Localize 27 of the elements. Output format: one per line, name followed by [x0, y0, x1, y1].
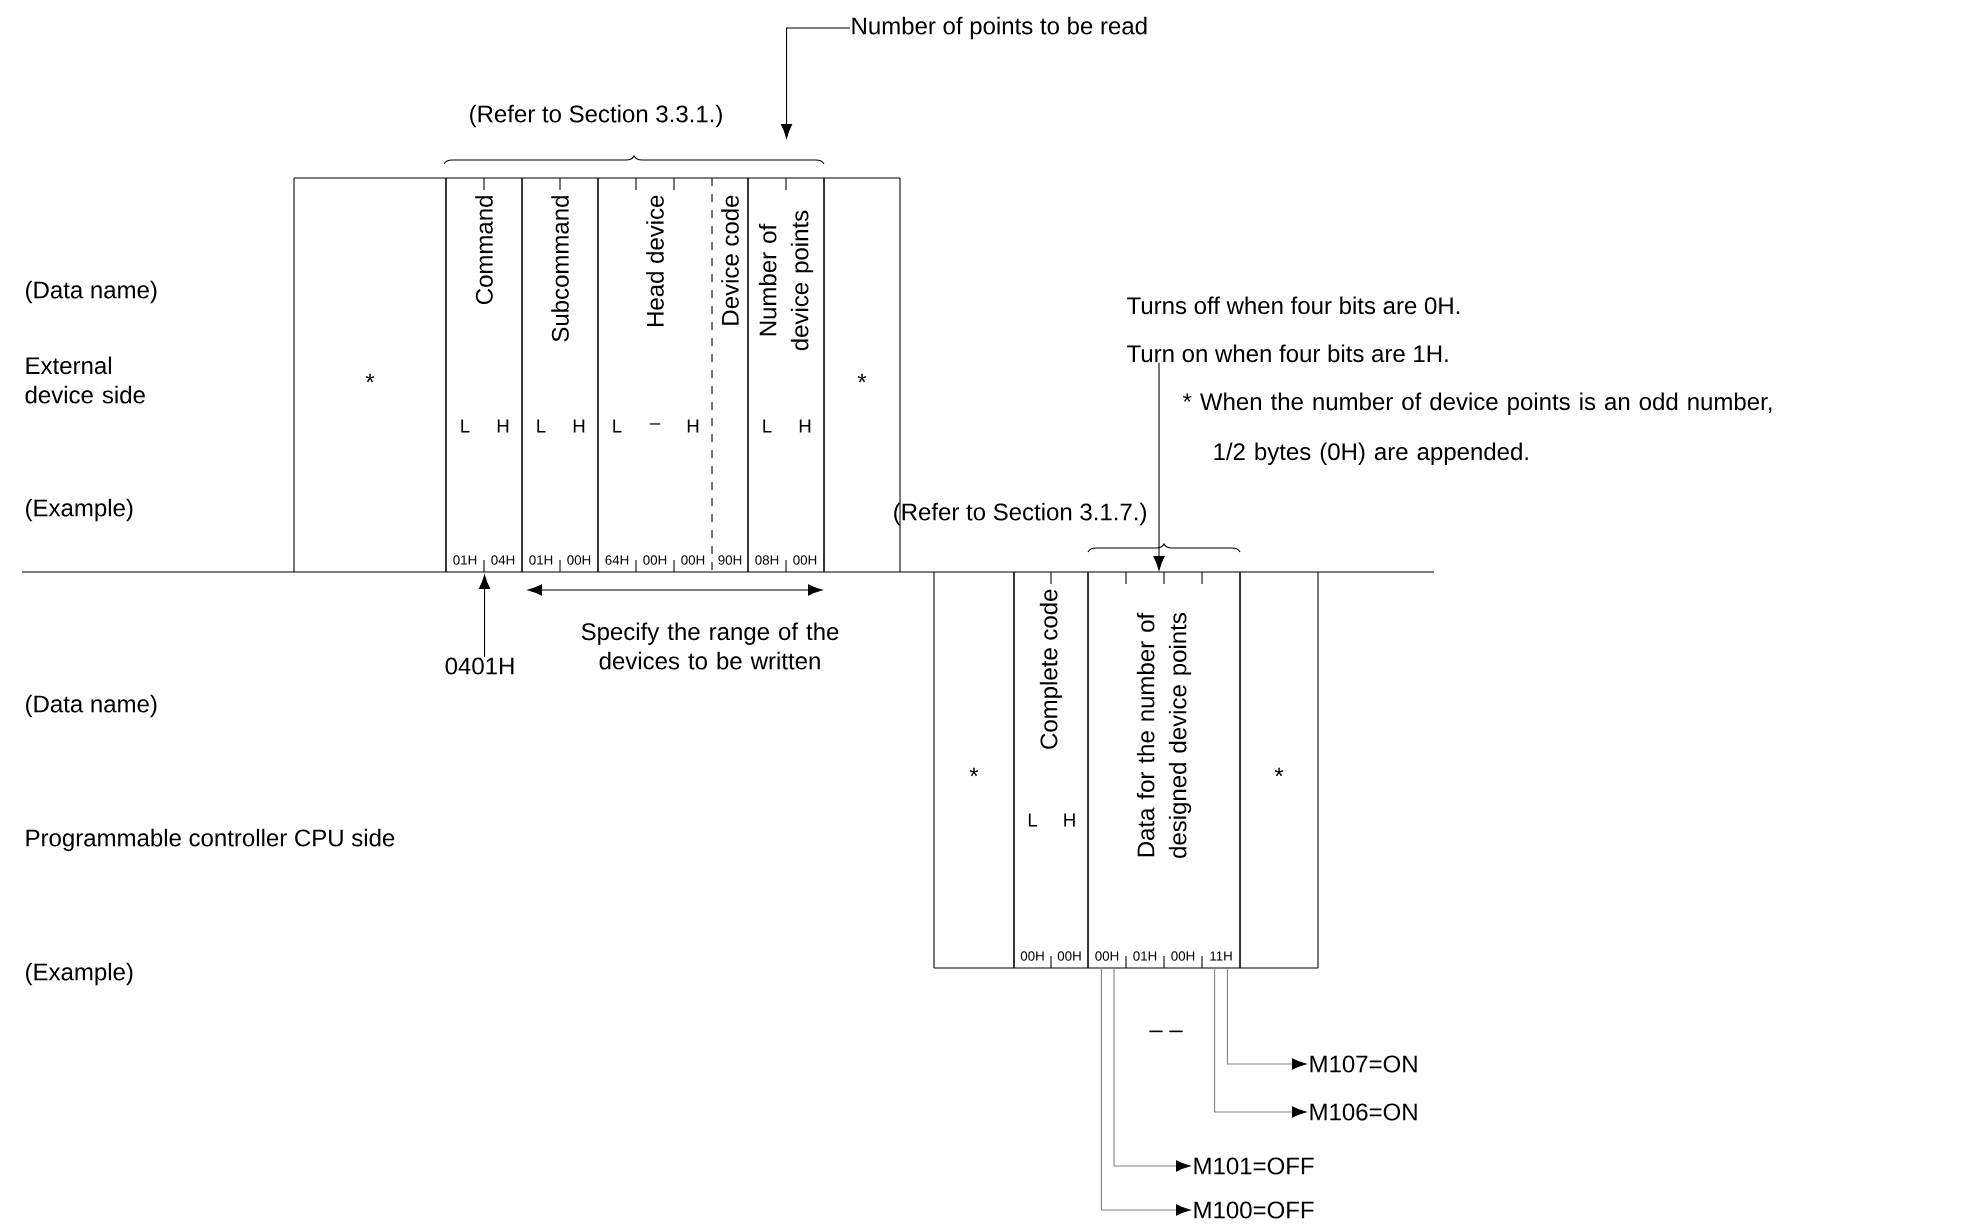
row-label: (Example): [26, 962, 133, 986]
arrow: [1214, 968, 1307, 1118]
bit-state-label: M106=ON: [1310, 1103, 1417, 1121]
arrow: [1226, 968, 1307, 1070]
frame-cell: *: [1239, 571, 1319, 969]
range-description: Specify the range of the devices to be written: [581, 622, 839, 670]
frame-cell: *: [933, 571, 1015, 969]
callout-text: Number of points to be read: [852, 16, 1147, 40]
row-label: (Example): [26, 498, 133, 522]
note-text: Turns off when four bits are 0H. Turn on when four bits are 1H.: [1127, 296, 1460, 363]
arrow: [478, 574, 491, 658]
arrow: [1100, 968, 1191, 1216]
frame-cell: *: [293, 177, 447, 573]
arrow: [1153, 362, 1165, 571]
bit-state-label: M100=OFF: [1194, 1201, 1314, 1219]
arrow: [780, 27, 851, 139]
row-label: Programmable controller CPU side: [26, 828, 395, 852]
row-label: External device side: [25, 356, 145, 404]
code-label: 0401H: [445, 657, 514, 675]
bit-state-label: M101=OFF: [1194, 1157, 1314, 1175]
row-label: (Data name): [26, 280, 157, 304]
ellipsis-mark: – –: [1149, 1030, 1183, 1033]
note-text: * When the number of device points is an odd number, 1/2 bytes (0H) are appended.: [1182, 392, 1772, 465]
row-label: (Data name): [26, 694, 157, 718]
arrow: [1113, 968, 1191, 1172]
section-reference: (Refer to Section 3.3.1.): [470, 104, 722, 128]
bit-state-label: M107=ON: [1310, 1055, 1417, 1073]
